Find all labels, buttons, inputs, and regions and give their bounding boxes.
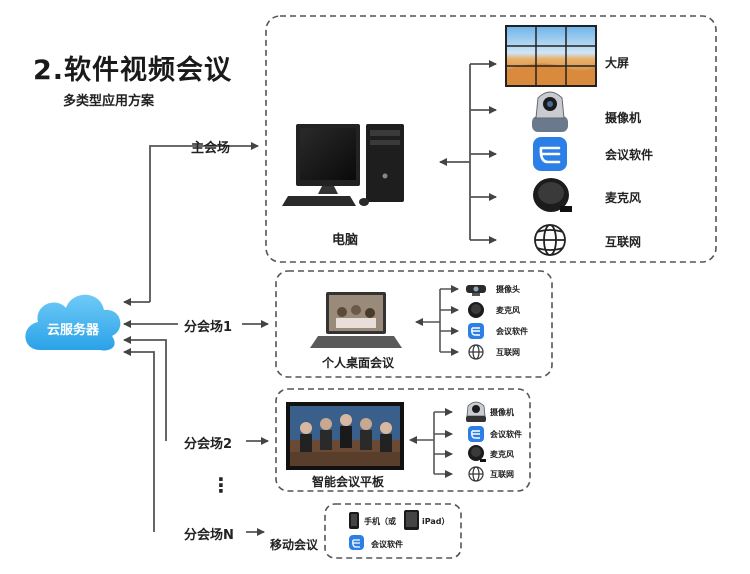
desktop-computer-icon	[282, 124, 404, 206]
conference-software-icon	[533, 137, 567, 171]
conference-software-icon	[468, 323, 484, 339]
globe-icon	[468, 466, 484, 482]
globe-icon	[468, 344, 484, 360]
sub2-room-tree	[409, 408, 453, 478]
sub-venue-n-label: 分会场N	[184, 528, 234, 543]
microphone-icon	[533, 178, 572, 212]
sub1-room-box	[275, 270, 553, 378]
sub1-label-microphone: 麦克风	[496, 306, 520, 315]
sub2-label-software: 会议软件	[490, 430, 522, 439]
peripheral-label-microphone: 麦克风	[605, 191, 642, 205]
phone-icon	[349, 512, 359, 529]
diagram-subtitle: 多类型应用方案	[63, 94, 155, 109]
sub-venue-2-label: 分会场2	[184, 437, 233, 452]
peripheral-label-video-wall: 大屏	[605, 56, 630, 70]
ipad-label: iPad）	[422, 517, 450, 526]
smart-tablet-icon	[286, 402, 404, 470]
sub2-label-internet: 互联网	[490, 470, 514, 479]
camera-icon	[466, 401, 486, 422]
main-venue-link	[149, 142, 259, 302]
sub2-room-box	[275, 388, 531, 492]
video-wall-icon	[505, 25, 597, 87]
connection-lines	[123, 142, 269, 536]
mobile-software-label: 会议软件	[371, 540, 403, 549]
sub1-label-internet: 互联网	[496, 348, 520, 357]
cloud-server-label: 云服务器	[46, 323, 99, 338]
main-room-tree	[439, 60, 497, 244]
computer-label: 电脑	[332, 233, 359, 248]
peripheral-label-camera: 摄像机	[605, 111, 642, 125]
sub2-label-microphone: 麦克风	[490, 450, 514, 459]
mobile-meeting-label: 移动会议	[270, 538, 319, 552]
peripheral-label-software: 会议软件	[605, 148, 654, 162]
phone-label: 手机（或	[364, 517, 396, 526]
desktop-meeting-label: 个人桌面会议	[322, 356, 395, 370]
sub1-room-tree	[415, 285, 459, 356]
ipad-icon	[404, 510, 419, 530]
diagram-title: 2.软件视频会议	[33, 55, 233, 86]
sub1-label-webcam: 摄像头	[496, 285, 520, 294]
venue-ellipsis: ⋮	[211, 473, 231, 497]
laptop-icon	[310, 292, 402, 348]
globe-icon	[534, 224, 566, 256]
main-venue-label: 主会场	[191, 141, 231, 156]
cloud-server-icon	[25, 294, 121, 351]
ptz-camera-icon	[532, 91, 568, 132]
microphone-icon	[468, 302, 484, 318]
microphone-icon	[468, 445, 486, 462]
sub-venue-1-label: 分会场1	[184, 320, 233, 335]
sub1-label-software: 会议软件	[496, 327, 528, 336]
conference-software-icon	[349, 535, 364, 550]
main-room-box	[265, 15, 717, 263]
conference-software-icon	[468, 426, 484, 442]
smart-tablet-label: 智能会议平板	[312, 475, 385, 489]
webcam-icon	[466, 285, 486, 296]
peripheral-label-internet: 互联网	[605, 235, 642, 249]
sub2-label-camera: 摄像机	[490, 408, 514, 417]
